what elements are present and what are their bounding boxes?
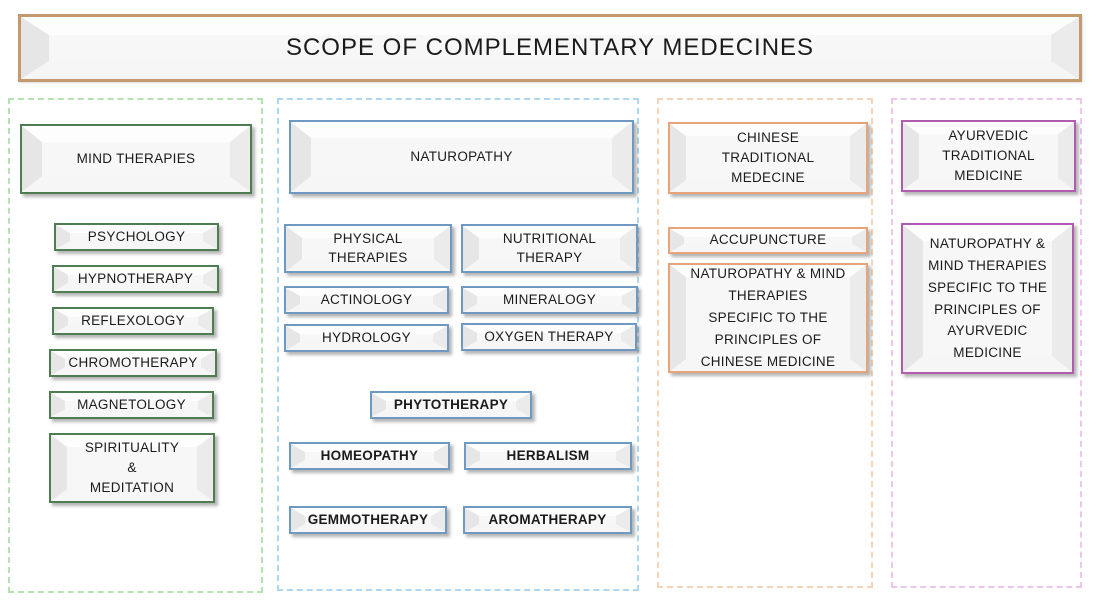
box-label: NATUROPATHY & MIND THERAPIES SPECIFIC TO…: [927, 235, 1048, 361]
box-bevel: [463, 325, 635, 349]
box-bevel: [286, 226, 450, 271]
box-bevel: [291, 444, 448, 468]
box-spirituality-meditation: SPIRITUALITY & MEDITATION: [49, 433, 215, 503]
box-bevel: [372, 393, 530, 417]
box-actinology: ACTINOLOGY: [284, 286, 449, 314]
box-bevel: [670, 265, 866, 371]
box-label: HOMEOPATHY: [320, 447, 419, 463]
box-label: ACTINOLOGY: [320, 291, 413, 307]
box-nutritional-therapy: NUTRITIONAL THERAPY: [461, 224, 638, 273]
page-title: SCOPE OF COMPLEMENTARY MEDECINES: [285, 34, 815, 62]
box-bevel: [291, 508, 445, 532]
box-bevel: [286, 326, 447, 350]
box-bevel: [51, 393, 212, 417]
box-label: SPIRITUALITY & MEDITATION: [84, 439, 180, 496]
mind-therapies-header: MIND THERAPIES: [76, 150, 196, 166]
box-bevel: [21, 17, 1079, 79]
box-hydrology: HYDROLOGY: [284, 324, 449, 352]
box-reflexology: REFLEXOLOGY: [52, 307, 214, 335]
box-bevel: [903, 122, 1074, 190]
box-label: NATUROPATHY & MIND THERAPIES SPECIFIC TO…: [690, 266, 846, 369]
naturopathy-header: NATUROPATHY: [410, 148, 513, 164]
ayurvedic-medicine-header-box: AYURVEDIC TRADITIONAL MEDICINE: [901, 120, 1076, 192]
box-bevel: [291, 122, 632, 192]
box-bevel: [286, 288, 447, 312]
box-label: ACCUPUNCTURE: [709, 232, 827, 248]
box-label: HYDROLOGY: [322, 329, 411, 345]
page-title-box: SCOPE OF COMPLEMENTARY MEDECINES: [18, 14, 1082, 82]
naturopathy-header-box: NATUROPATHY: [289, 120, 634, 194]
chinese-medicine-header-box: CHINESE TRADITIONAL MEDECINE: [668, 122, 868, 194]
box-label: NUTRITIONAL THERAPY: [502, 230, 597, 265]
box-label: MINERALOGY: [502, 291, 597, 307]
box-ayurvedic-specific-therapies: NATUROPATHY & MIND THERAPIES SPECIFIC TO…: [901, 223, 1074, 374]
box-oxygen-therapy: OXYGEN THERAPY: [461, 323, 637, 351]
chinese-medicine-header: CHINESE TRADITIONAL MEDECINE: [721, 129, 815, 186]
box-label: AROMATHERAPY: [488, 511, 607, 527]
column-ayurvedic-traditional-medicine: AYURVEDIC TRADITIONAL MEDICINE NATUROPAT…: [891, 98, 1082, 588]
box-label: CHROMOTHERAPY: [68, 354, 198, 370]
box-bevel: [51, 435, 213, 501]
box-bevel: [670, 229, 866, 252]
column-naturopathy: NATUROPATHY PHYSICAL THERAPIES NUTRITION…: [277, 98, 639, 591]
box-label: MAGNETOLOGY: [77, 396, 186, 412]
box-label: GEMMOTHERAPY: [307, 511, 429, 527]
box-mineralogy: MINERALOGY: [461, 286, 638, 314]
box-bevel: [466, 444, 630, 468]
box-label: PSYCHOLOGY: [87, 228, 186, 244]
box-label: HERBALISM: [506, 447, 590, 463]
box-bevel: [54, 309, 212, 333]
box-herbalism: HERBALISM: [464, 442, 632, 470]
box-gemmotherapy: GEMMOTHERAPY: [289, 506, 447, 534]
box-magnetology: MAGNETOLOGY: [49, 391, 214, 419]
box-physical-therapies: PHYSICAL THERAPIES: [284, 224, 452, 273]
box-hypnotherapy: HYPNOTHERAPY: [52, 265, 219, 293]
box-bevel: [463, 288, 636, 312]
mind-therapies-header-box: MIND THERAPIES: [20, 124, 252, 194]
box-chromotherapy: CHROMOTHERAPY: [49, 349, 217, 377]
ayurvedic-medicine-header: AYURVEDIC TRADITIONAL MEDICINE: [942, 127, 1035, 184]
box-bevel: [903, 225, 1072, 372]
box-aromatherapy: AROMATHERAPY: [463, 506, 632, 534]
box-phytotherapy: PHYTOTHERAPY: [370, 391, 532, 419]
box-bevel: [465, 508, 630, 532]
box-bevel: [51, 351, 215, 375]
box-homeopathy: HOMEOPATHY: [289, 442, 450, 470]
column-mind-therapies: MIND THERAPIES PSYCHOLOGY HYPNOTHERAPY R…: [8, 98, 263, 593]
box-bevel: [56, 225, 217, 249]
box-psychology: PSYCHOLOGY: [54, 223, 219, 251]
box-label: PHYTOTHERAPY: [393, 396, 509, 412]
box-accupuncture: ACCUPUNCTURE: [668, 227, 868, 254]
box-bevel: [54, 267, 217, 291]
box-bevel: [22, 126, 250, 192]
column-chinese-traditional-medicine: CHINESE TRADITIONAL MEDECINE ACCUPUNCTUR…: [657, 98, 873, 588]
box-bevel: [670, 124, 866, 192]
box-label: HYPNOTHERAPY: [77, 270, 194, 286]
box-label: REFLEXOLOGY: [81, 312, 185, 328]
box-bevel: [463, 226, 636, 271]
box-label: PHYSICAL THERAPIES: [328, 230, 408, 265]
box-label: OXYGEN THERAPY: [484, 328, 614, 344]
box-chinese-specific-therapies: NATUROPATHY & MIND THERAPIES SPECIFIC TO…: [668, 263, 868, 373]
